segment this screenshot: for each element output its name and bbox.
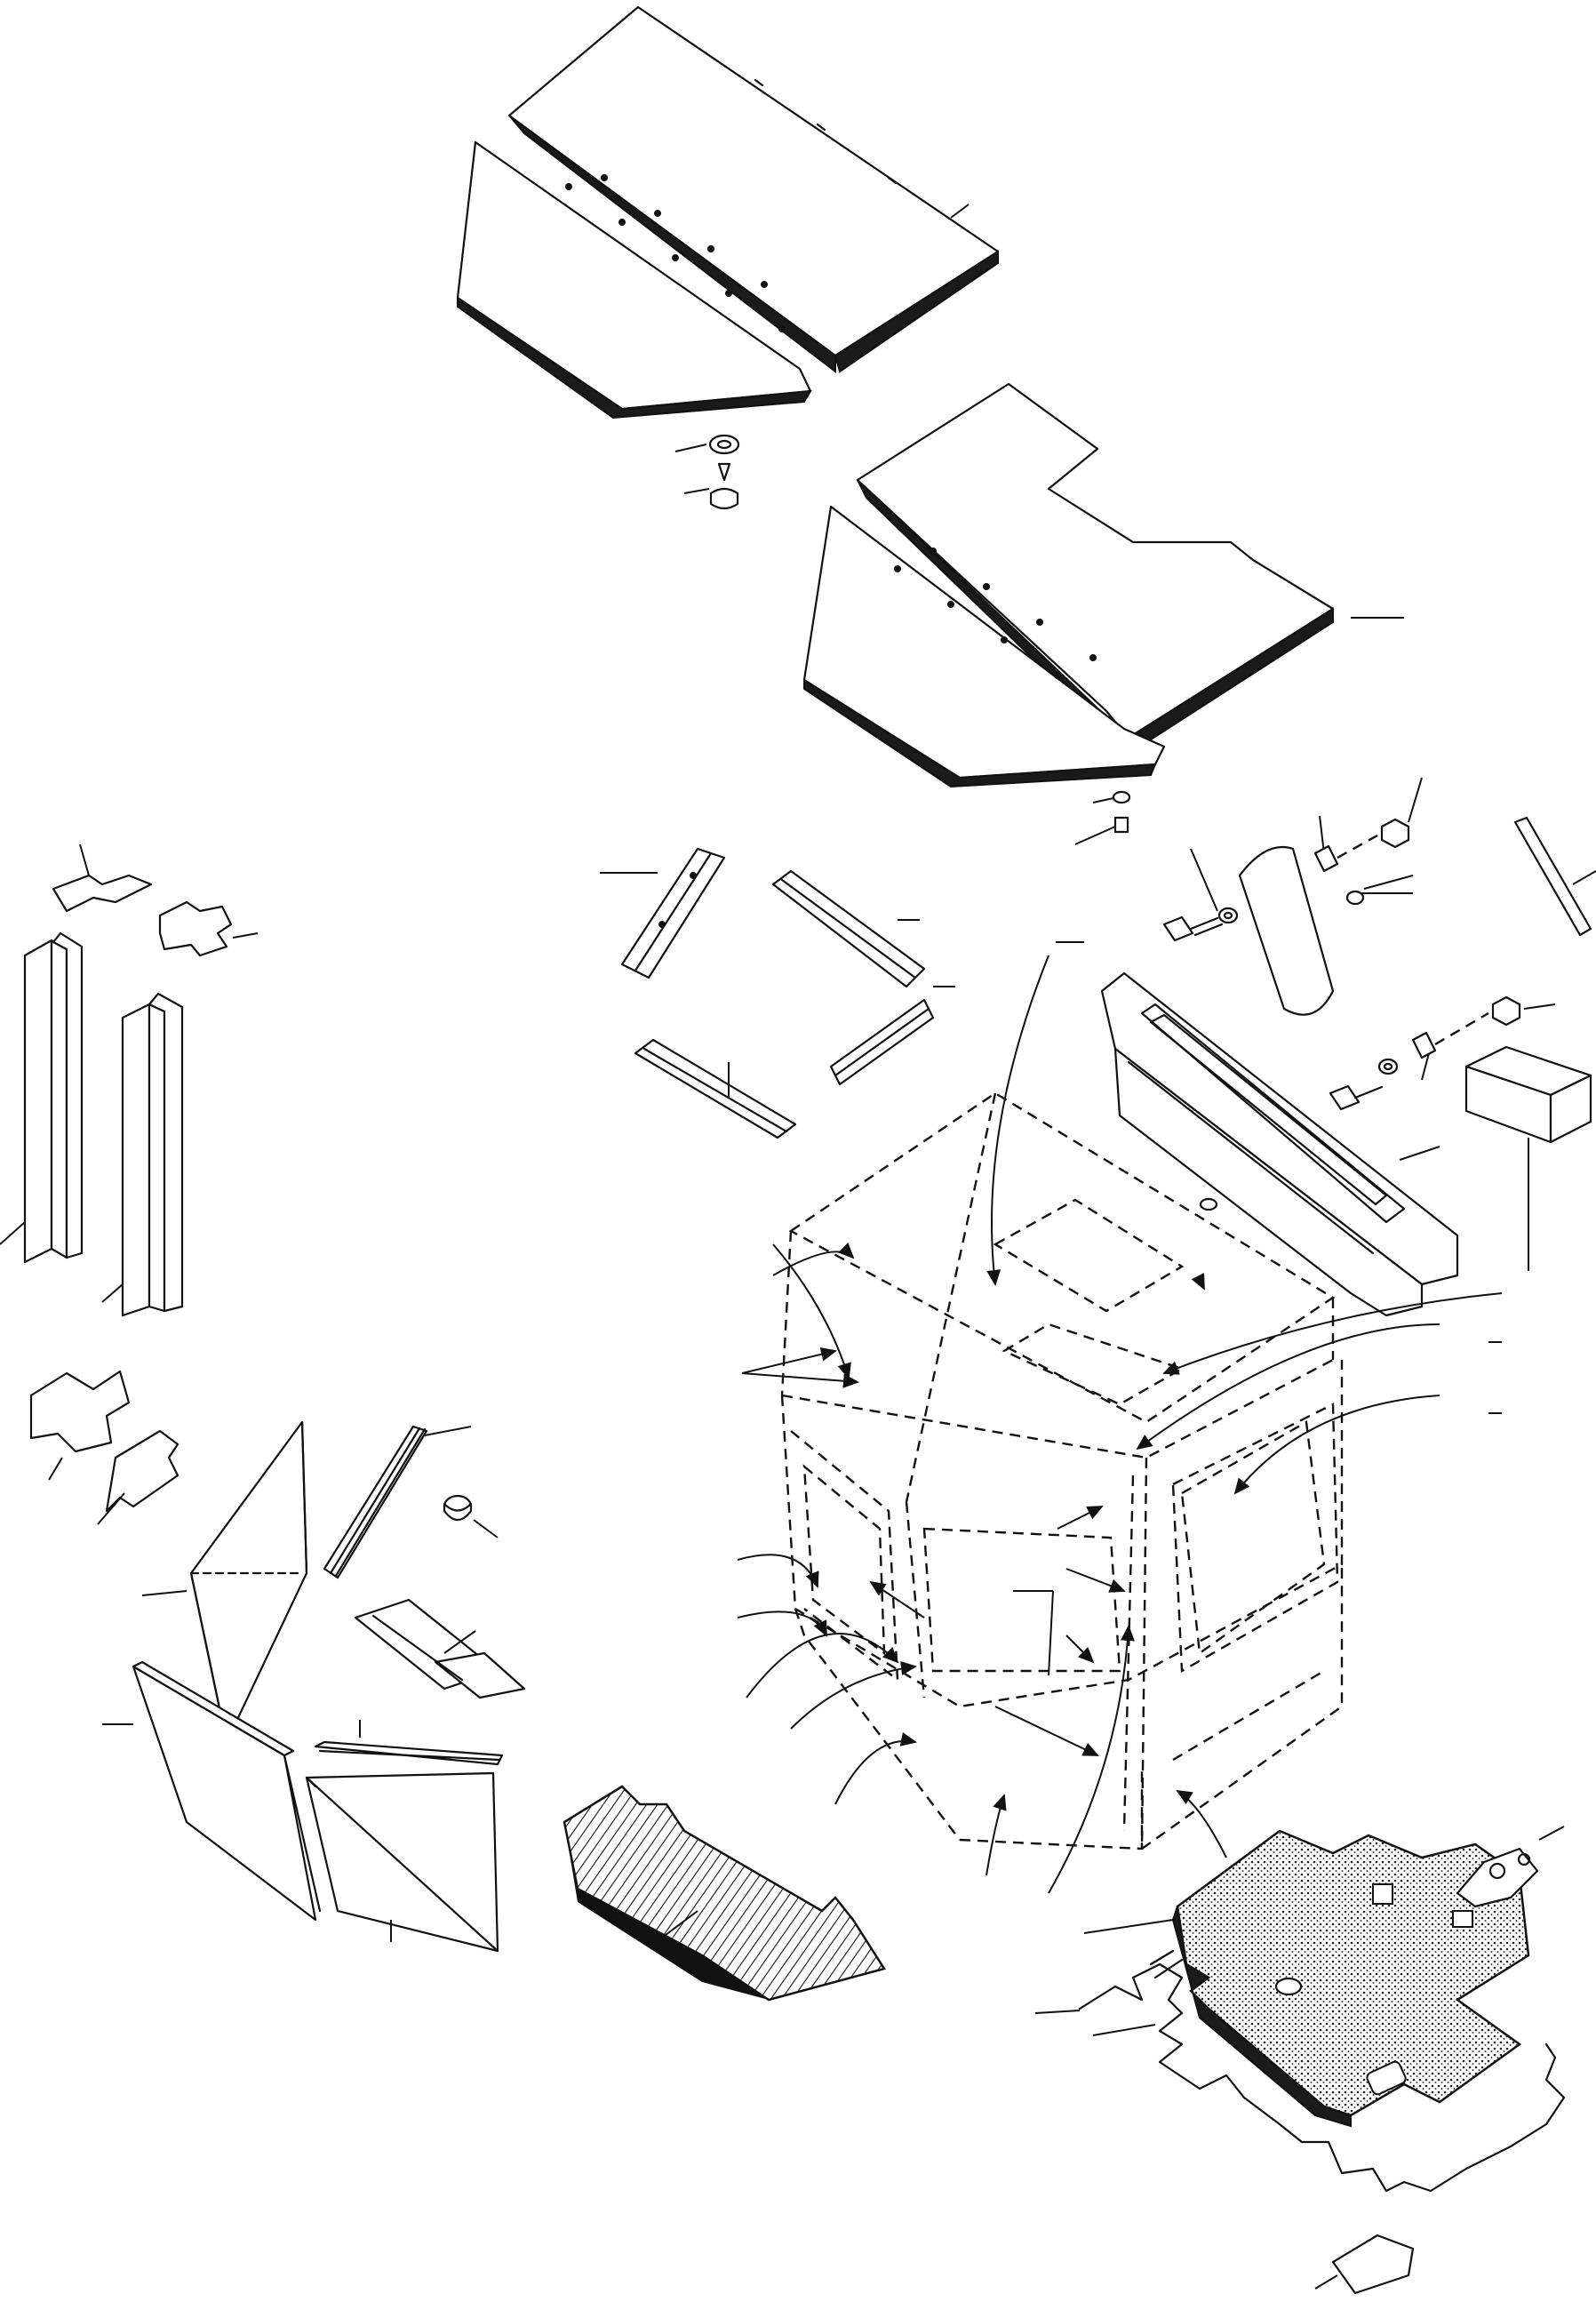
corner-panel: [102, 1420, 499, 1953]
roof-insulation-panel-rear: [802, 382, 1404, 788]
floor-mat: [1083, 1826, 1565, 2128]
floor-insulation-piece: [563, 1785, 886, 2002]
pillar-channel: [0, 931, 184, 1317]
push-fastener: [674, 434, 740, 510]
plug: [443, 1494, 499, 1539]
foam-block: [1464, 1045, 1592, 1271]
cab-frame-outline: [780, 1091, 1344, 1850]
insulation-pad: [29, 843, 259, 1525]
retainer-strip: [600, 847, 955, 1139]
callout-arrows: [737, 941, 1503, 1894]
screw: [1074, 790, 1131, 845]
washer: [1217, 875, 1414, 1075]
mounting-bracket: [1238, 815, 1413, 1016]
dash-panel-frame: [1100, 971, 1459, 1317]
seal-strip-top-right: [1513, 816, 1596, 937]
seal-strip: [314, 1425, 526, 1766]
nut: [1313, 777, 1556, 1081]
roof-insulation-panel-front: [456, 5, 1000, 420]
floor-insulation-sheet: [1034, 1949, 1566, 2295]
bolt: [1162, 848, 1384, 1111]
